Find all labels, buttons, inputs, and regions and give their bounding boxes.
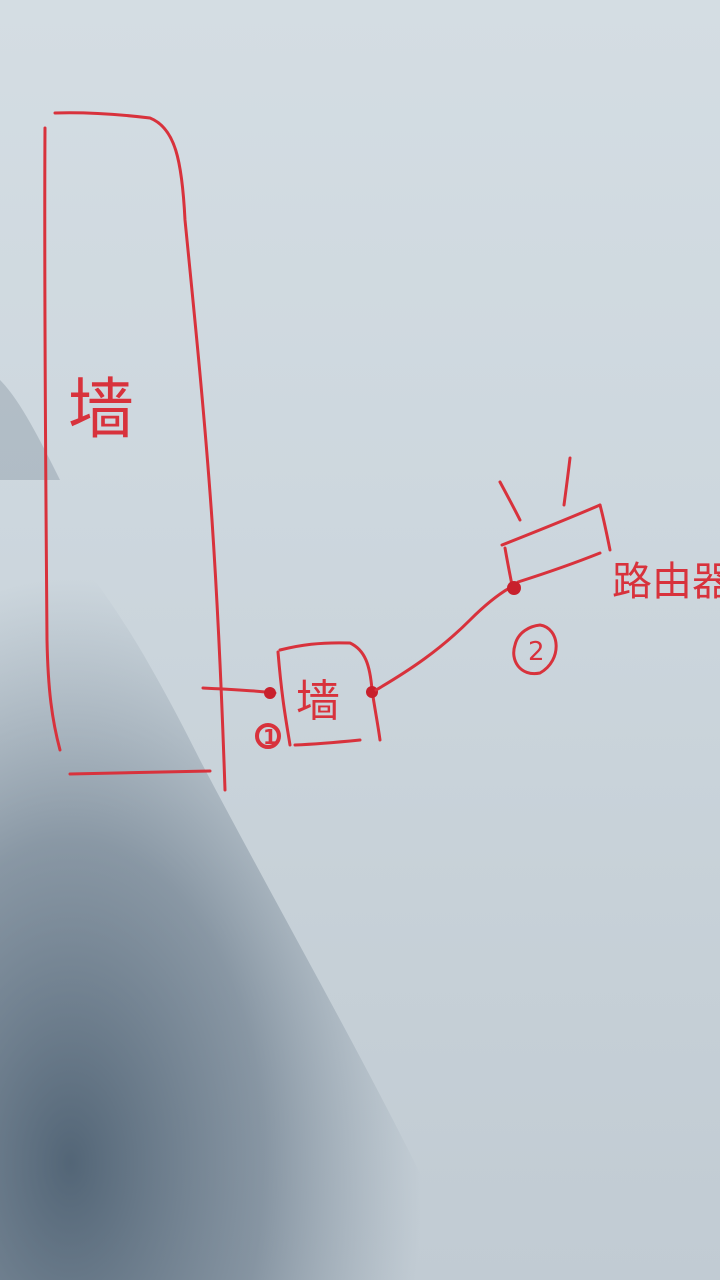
marker-2: 2	[512, 623, 558, 676]
node1-left-dot	[264, 687, 276, 699]
cable-node1-to-router	[374, 583, 517, 692]
router-port-dot	[507, 581, 521, 595]
node1-box-label: 墙	[296, 676, 340, 727]
wall-label: 墙	[68, 371, 134, 448]
node1-right-dot	[366, 686, 378, 698]
node1-box	[276, 641, 382, 747]
wall-shape	[43, 111, 227, 792]
router-label: 路由器	[612, 559, 720, 605]
marker-2-number: 2	[528, 637, 545, 667]
marker-1: 1	[255, 723, 281, 749]
marker-1-number: 1	[263, 725, 277, 749]
router-box	[500, 503, 612, 587]
signal-lines-icon	[498, 456, 572, 522]
